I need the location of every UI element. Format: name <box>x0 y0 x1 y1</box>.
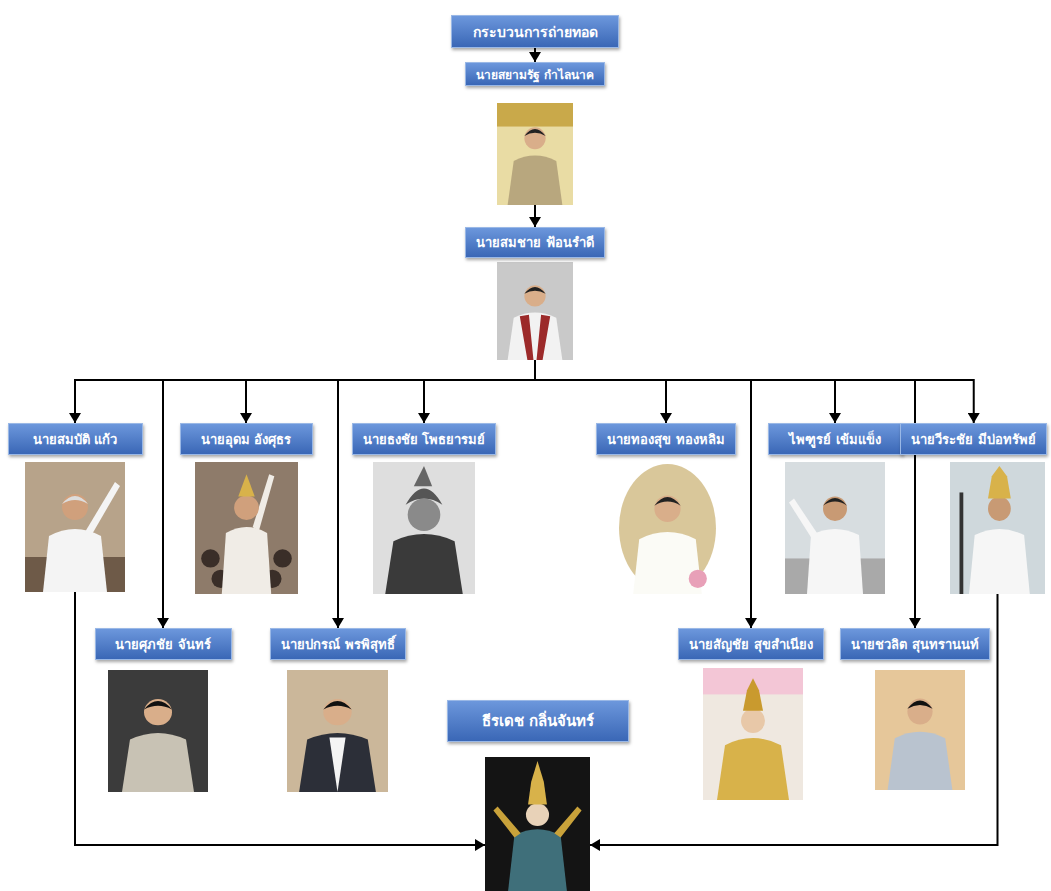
portrait-photo <box>497 103 573 205</box>
arrow-connector <box>590 594 998 845</box>
portrait-photo <box>703 668 803 800</box>
portrait-photo <box>785 462 885 594</box>
arrow-connector <box>424 360 535 423</box>
node-text: นายสมบัติ แก้ว <box>33 429 118 450</box>
portrait-photo <box>108 670 208 792</box>
name-label-box: นายศุภชัย จันทร์ <box>95 628 232 660</box>
portrait-photo <box>287 670 388 792</box>
node-text: ไพฑูรย์ เข้มแข็ง <box>789 429 881 450</box>
portrait-photo <box>950 462 1045 594</box>
node-text: นายธงชัย โพธยารมย์ <box>363 429 486 450</box>
node-text: นายปกรณ์ พรพิสุทธิ์ <box>281 634 395 655</box>
name-label-box: นายธงชัย โพธยารมย์ <box>352 423 497 455</box>
portrait-photo <box>497 262 573 360</box>
arrow-connector <box>75 592 485 845</box>
node-text: นายทองสุข ทองหลิม <box>607 429 725 450</box>
name-label-box: นายอุดม อังศุธร <box>180 423 313 455</box>
title-box: กระบวนการถ่ายทอด <box>451 15 619 48</box>
arrow-connector <box>338 360 535 628</box>
name-label-box: นายสมบัติ แก้ว <box>8 423 143 455</box>
name-label-box: นายชวลิต สุนทรานนท์ <box>840 628 990 660</box>
arrow-connector <box>535 360 666 423</box>
arrow-connector <box>163 360 535 628</box>
portrait-photo <box>875 670 965 790</box>
portrait-photo <box>195 462 298 594</box>
arrow-connector <box>75 360 535 423</box>
portrait-photo <box>25 462 125 592</box>
arrow-connector <box>534 205 536 227</box>
node-text: นายวีระชัย มีบ่อทรัพย์ <box>911 429 1036 450</box>
name-label-box: นายทองสุข ทองหลิม <box>596 423 736 455</box>
arrow-connector <box>535 360 835 423</box>
arrow-connector <box>535 360 751 628</box>
arrow-connector <box>534 48 536 62</box>
name-label-box: นายปกรณ์ พรพิสุทธิ์ <box>270 628 406 660</box>
name-label-box: นายสยามรัฐ กำไลนาค <box>465 62 605 86</box>
arrow-connector <box>246 360 535 423</box>
portrait-photo <box>373 462 475 594</box>
node-text: นายสัญชัย สุขสำเนียง <box>689 634 813 655</box>
node-text: นายอุดม อังศุธร <box>201 429 292 450</box>
node-text: ธีรเดช กลิ่นจันทร์ <box>482 709 594 733</box>
node-text: นายศุภชัย จันทร์ <box>115 634 211 655</box>
arrow-connector <box>535 360 974 423</box>
portrait-photo <box>617 462 718 594</box>
node-text: นายสยามรัฐ กำไลนาค <box>476 65 594 84</box>
name-label-box: นายสัญชัย สุขสำเนียง <box>678 628 824 660</box>
node-text: กระบวนการถ่ายทอด <box>473 21 598 43</box>
node-text: นายชวลิต สุนทรานนท์ <box>851 634 979 655</box>
arrow-connector <box>535 360 915 628</box>
node-text: นายสมชาย ฟ้อนรำดี <box>476 232 594 253</box>
name-label-box: นายวีระชัย มีบ่อทรัพย์ <box>900 423 1047 455</box>
portrait-photo <box>485 757 590 891</box>
name-label-box: ธีรเดช กลิ่นจันทร์ <box>447 700 629 742</box>
name-label-box: นายสมชาย ฟ้อนรำดี <box>465 227 605 258</box>
name-label-box: ไพฑูรย์ เข้มแข็ง <box>768 423 903 455</box>
